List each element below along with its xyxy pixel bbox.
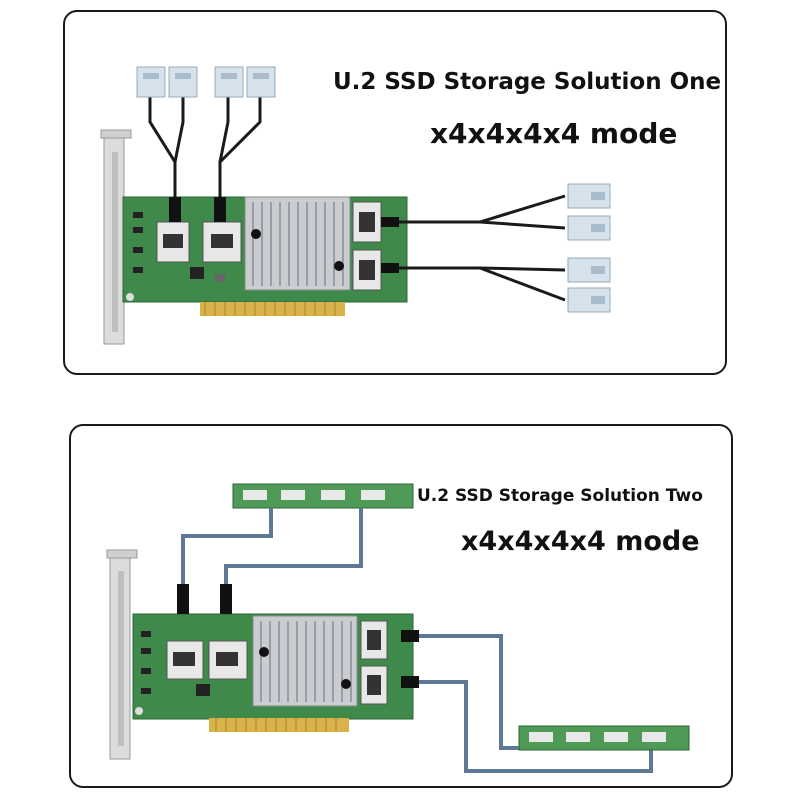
ssd-right-2 <box>567 215 611 241</box>
cable-plug-left <box>169 197 181 222</box>
right-breakout-cables <box>381 194 566 302</box>
onboard-connector-left <box>156 221 190 263</box>
right-blue-cables <box>416 634 653 773</box>
cable-plug-right <box>220 584 232 614</box>
ssd-right-4 <box>567 287 611 313</box>
backplane-top <box>232 483 414 509</box>
heatsink <box>244 196 351 291</box>
pcie-bracket <box>106 549 138 760</box>
solution-two-title: U.2 SSD Storage Solution Two <box>417 486 703 506</box>
solution-one-panel: U.2 SSD Storage Solution One x4x4x4x4 mo… <box>63 10 727 375</box>
heatsink <box>252 615 358 707</box>
cable-plug-left <box>177 584 189 614</box>
top-breakout-cables <box>148 97 262 222</box>
solution-one-mode: x4x4x4x4 mode <box>430 117 678 150</box>
onboard-connector-left <box>166 640 204 680</box>
solution-two-mode: x4x4x4x4 mode <box>461 526 700 557</box>
solution-one-illustration <box>100 66 611 345</box>
top-blue-cables <box>181 508 363 586</box>
solution-one-title: U.2 SSD Storage Solution One <box>333 69 722 95</box>
onboard-connector-right <box>202 221 242 263</box>
ssd-top-4 <box>246 66 276 98</box>
rear-connector-top <box>360 620 388 660</box>
onboard-connector-right <box>208 640 248 680</box>
ssd-right-3 <box>567 257 611 283</box>
ssd-top-2 <box>168 66 198 98</box>
solution-two-panel: U.2 SSD Storage Solution Two x4x4x4x4 mo… <box>69 424 733 788</box>
gold-fingers <box>200 302 345 316</box>
ssd-right-1 <box>567 183 611 209</box>
ssd-top-3 <box>214 66 244 98</box>
gold-fingers <box>209 718 349 732</box>
ssd-top-1 <box>136 66 166 98</box>
solution-two-illustration <box>106 483 690 773</box>
backplane-bottom <box>518 725 690 751</box>
cable-plug-right <box>214 197 226 222</box>
